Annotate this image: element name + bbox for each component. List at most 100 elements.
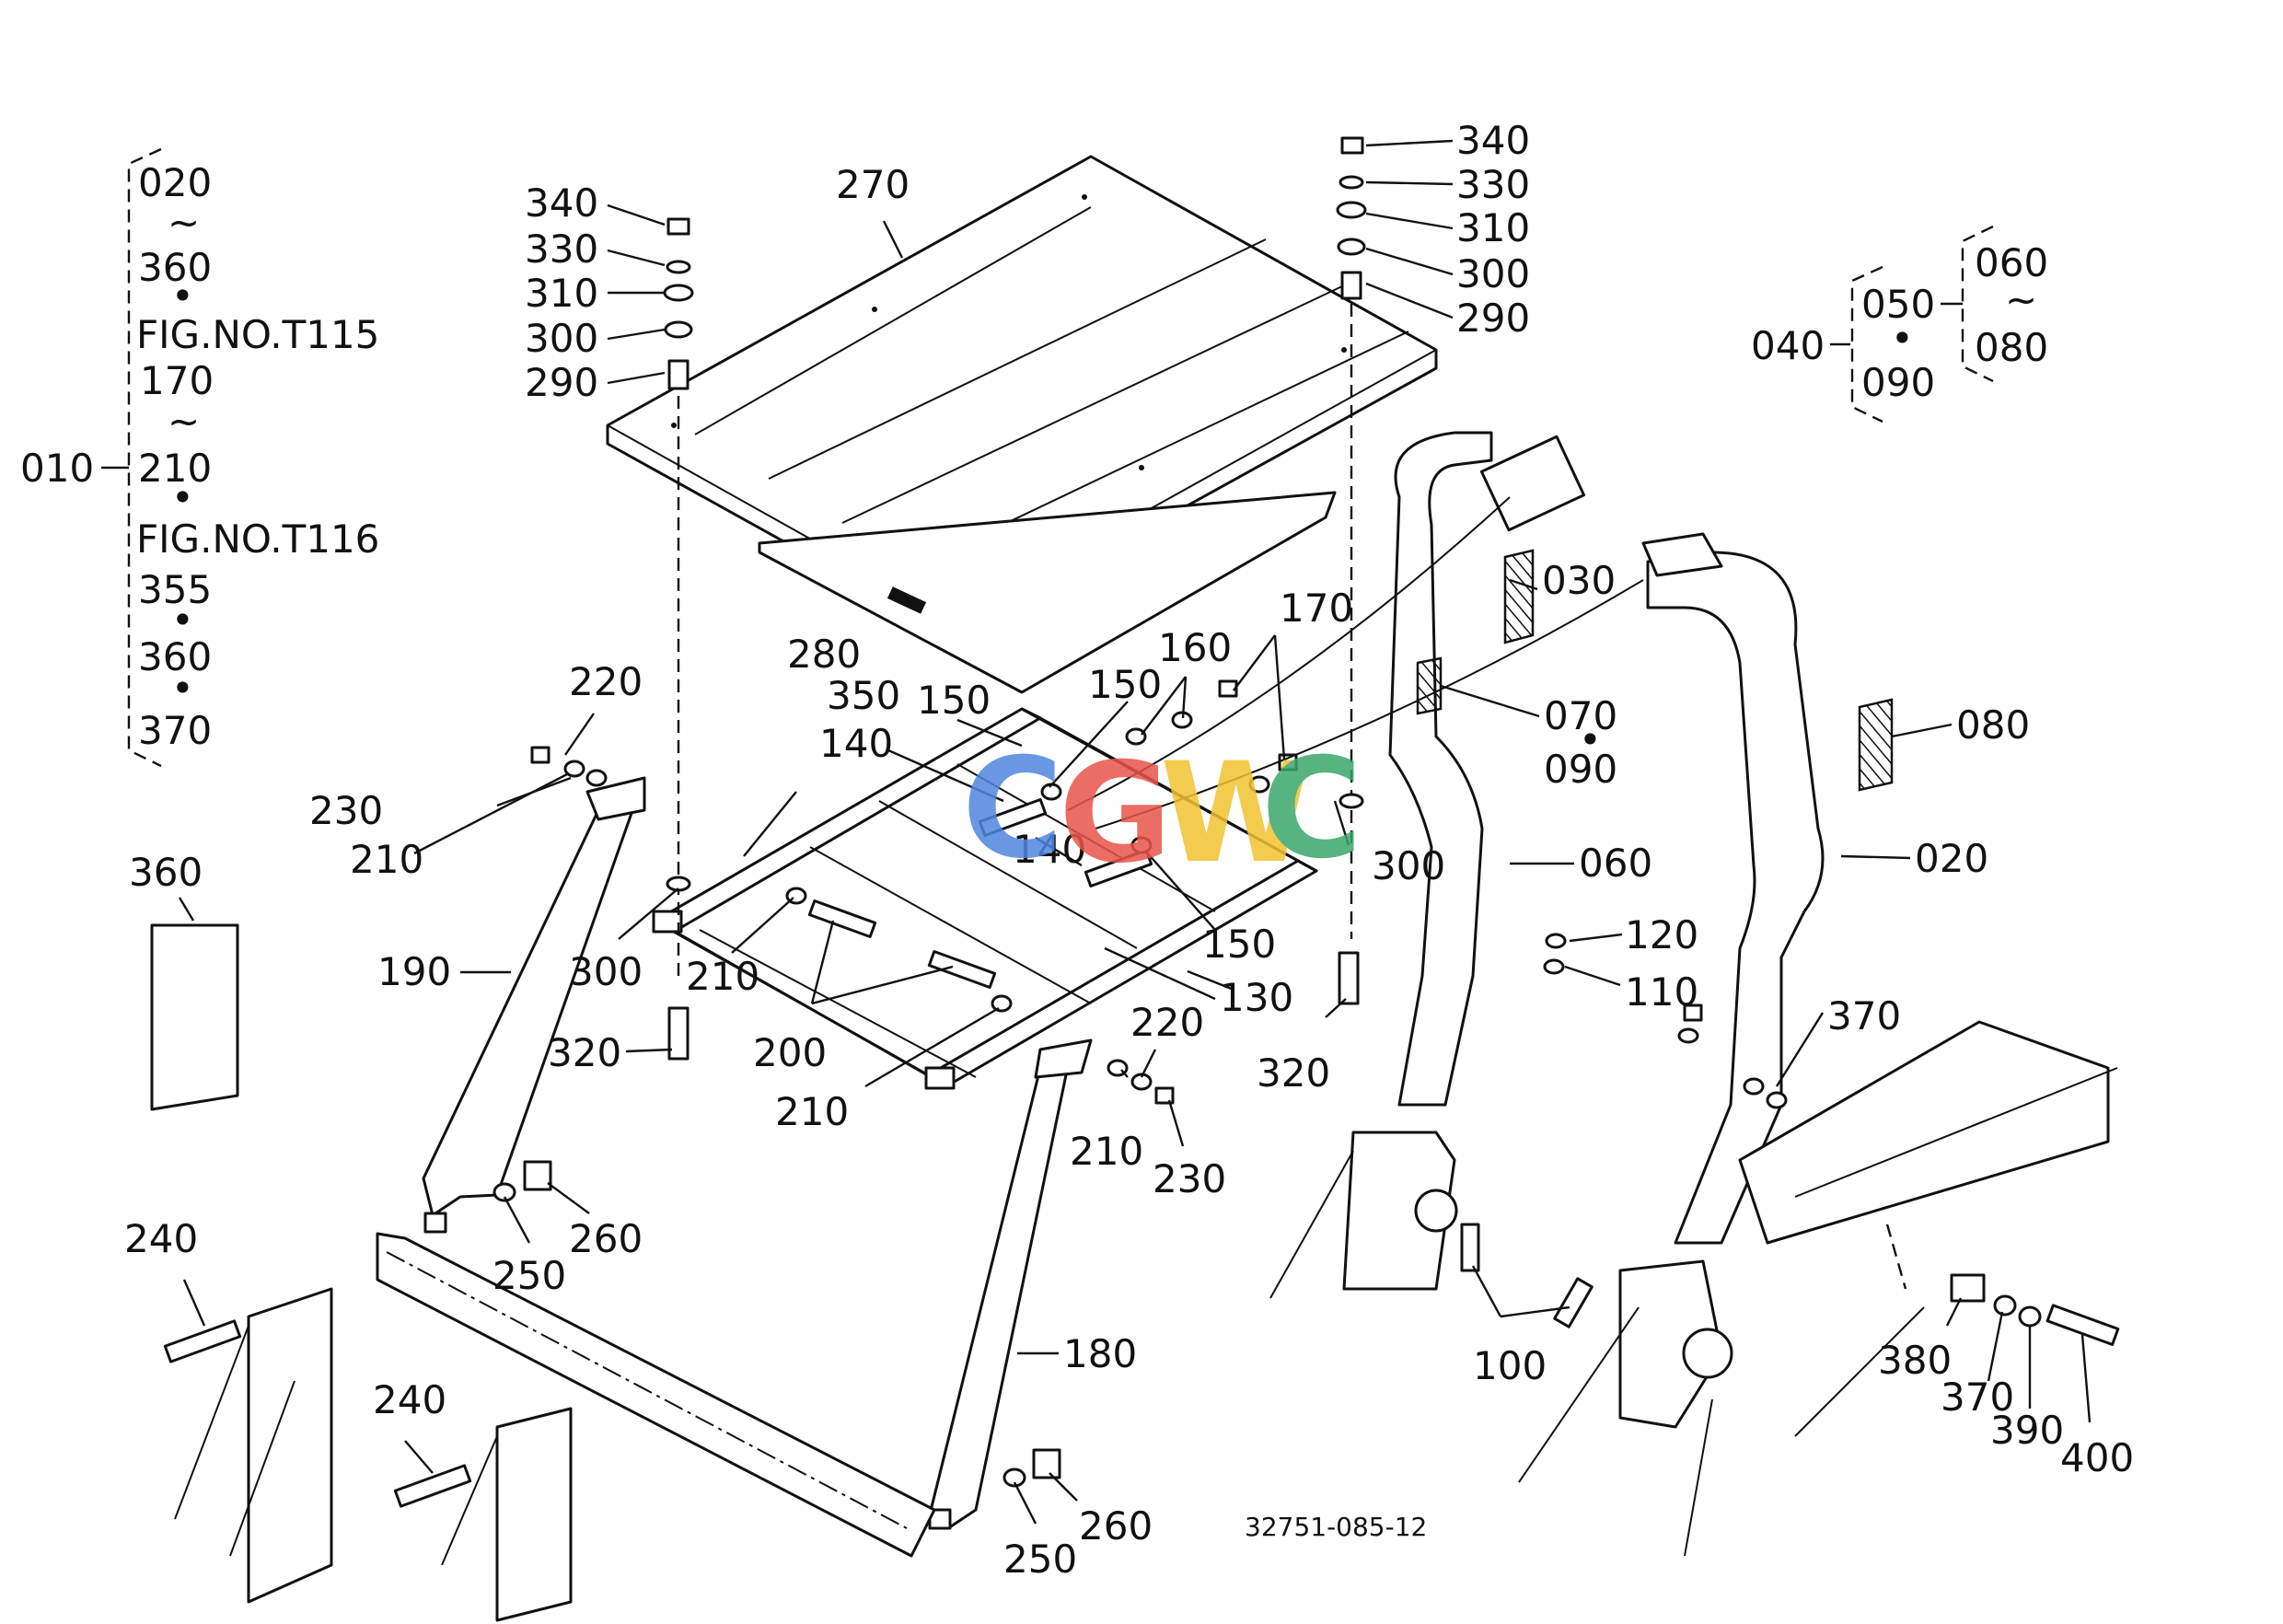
part-label-150: 150 xyxy=(1088,662,1162,707)
part-label-100: 100 xyxy=(1473,1343,1547,1388)
watermark-letter: W xyxy=(1160,734,1312,894)
part-label-150: 150 xyxy=(917,678,991,723)
tree-item: 020 xyxy=(138,160,212,205)
base-frame xyxy=(174,1232,936,1622)
part-label-180: 180 xyxy=(1063,1331,1137,1376)
part-label-290: 290 xyxy=(1456,296,1530,341)
tree-item: 080 xyxy=(1975,325,2048,370)
part-label-380: 380 xyxy=(1878,1338,1952,1383)
part-label-200: 200 xyxy=(753,1030,827,1075)
part-label-290: 290 xyxy=(525,360,598,405)
rops-frame-060 xyxy=(1388,431,1586,1107)
part-label-170: 170 xyxy=(1280,586,1353,631)
tree-item: 210 xyxy=(138,446,212,491)
tree-item: 360 xyxy=(138,634,212,679)
tree-root-label: 040 xyxy=(1751,323,1825,368)
part-label-400: 400 xyxy=(2060,1435,2134,1480)
manual-360 xyxy=(150,923,239,1111)
part-label-280: 280 xyxy=(787,632,861,677)
part-label-130: 130 xyxy=(1220,975,1293,1020)
part-label-140: 140 xyxy=(819,721,893,766)
sub-frame xyxy=(652,707,1318,1090)
tree-bracket-left xyxy=(127,147,162,768)
part-label-210: 210 xyxy=(775,1089,849,1134)
tree-item: 355 xyxy=(138,567,212,612)
part-label-260: 260 xyxy=(1079,1503,1153,1549)
tree-bullet: • xyxy=(1891,316,1914,361)
part-label-210: 210 xyxy=(686,954,759,999)
decal-030 xyxy=(1503,549,1535,644)
part-label-250: 250 xyxy=(493,1253,566,1298)
tree-fig-ref: FIG.NO.T116 xyxy=(136,516,379,562)
part-label-260: 260 xyxy=(569,1216,643,1261)
part-tree-right: 040 050 • 090 060 ~ 080 xyxy=(1751,225,2048,423)
tree-item: 170 xyxy=(140,358,214,403)
tree-root-label: 010 xyxy=(20,446,94,491)
part-label-220: 220 xyxy=(569,659,643,704)
tree-item: 060 xyxy=(1975,240,2048,285)
decal-080 xyxy=(1858,698,1894,792)
part-label-300: 300 xyxy=(569,949,643,994)
part-tree-left: 010 020 ~ 360 • FIG.NO.T115 170 ~ 210 • … xyxy=(20,147,379,768)
watermark-logo: C G W C xyxy=(962,729,1362,894)
tree-bullet: • xyxy=(171,597,194,643)
decal-070 xyxy=(1416,656,1443,715)
part-label-340: 340 xyxy=(1456,118,1530,163)
tree-bullet: • xyxy=(171,273,194,319)
bullet: • xyxy=(1579,717,1602,762)
part-label-030: 030 xyxy=(1542,558,1616,603)
part-label-140: 140 xyxy=(1013,827,1086,872)
part-label-330: 330 xyxy=(525,226,598,272)
part-label-270: 270 xyxy=(836,162,910,207)
part-label-150: 150 xyxy=(1202,922,1276,967)
part-labels: 270 340 330 310 300 290 340 330 310 300 … xyxy=(124,118,2134,1582)
tree-tilde: ~ xyxy=(168,200,200,245)
part-label-300: 300 xyxy=(1372,843,1445,888)
part-label-230: 230 xyxy=(309,788,383,833)
part-label-080: 080 xyxy=(1956,702,2030,748)
part-label-310: 310 xyxy=(1456,205,1530,250)
fender xyxy=(1738,1020,2118,1437)
part-label-090: 090 xyxy=(1544,747,1617,792)
tree-tilde: ~ xyxy=(168,399,200,444)
part-label-300: 300 xyxy=(1456,251,1530,296)
part-label-370: 370 xyxy=(1827,993,1901,1038)
part-label-060: 060 xyxy=(1579,841,1652,886)
stay-190 xyxy=(422,776,646,1234)
part-label-210: 210 xyxy=(1070,1129,1143,1174)
mount-brackets xyxy=(1269,1131,1733,1557)
watermark-letter: C xyxy=(962,729,1063,889)
leader-lines xyxy=(178,139,2092,1525)
tree-item: 050 xyxy=(1861,282,1935,327)
drawing-number: 32751-085-12 xyxy=(1245,1512,1427,1542)
part-label-320: 320 xyxy=(1257,1050,1330,1096)
part-label-330: 330 xyxy=(1456,162,1530,207)
tree-tilde: ~ xyxy=(2005,277,2037,322)
part-label-320: 320 xyxy=(548,1030,621,1075)
canopy-plate xyxy=(606,155,1438,694)
tree-item: 370 xyxy=(138,708,212,753)
part-label-240: 240 xyxy=(373,1377,446,1422)
part-label-370: 370 xyxy=(1941,1375,2014,1420)
tree-item: 090 xyxy=(1861,360,1935,405)
part-label-300: 300 xyxy=(525,316,598,361)
part-label-390: 390 xyxy=(1990,1408,2064,1453)
part-label-070: 070 xyxy=(1544,693,1617,738)
hardware xyxy=(163,136,2120,1508)
tree-bullet: • xyxy=(171,475,194,520)
part-label-340: 340 xyxy=(525,180,598,226)
part-label-020: 020 xyxy=(1915,836,1988,881)
part-label-110: 110 xyxy=(1625,969,1698,1015)
part-label-120: 120 xyxy=(1625,912,1698,957)
part-label-230: 230 xyxy=(1153,1156,1226,1201)
stay-180 xyxy=(928,1038,1093,1530)
part-label-310: 310 xyxy=(525,271,598,316)
watermark-letter: C xyxy=(1261,729,1362,889)
tree-fig-ref: FIG.NO.T115 xyxy=(136,312,379,357)
part-label-160: 160 xyxy=(1158,625,1232,670)
part-label-250: 250 xyxy=(1003,1537,1077,1582)
tree-item: 360 xyxy=(138,245,212,290)
watermark-letter: G xyxy=(1059,734,1172,894)
tree-bullet: • xyxy=(171,666,194,711)
